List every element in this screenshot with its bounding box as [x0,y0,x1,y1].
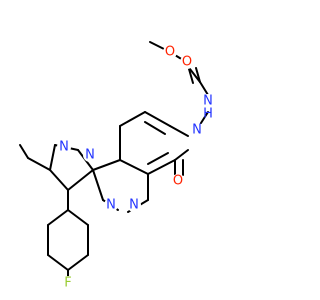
atom-n-triazine-1: N [106,198,116,213]
bond-ph-a [67,209,89,226]
bond-pyr-c [49,144,56,171]
bond-ring-b2 [144,121,166,135]
molecule-structure: N N N N N N H O O O F [19,41,215,291]
bond-pyr-d [49,169,69,191]
atom-o-amide: O [182,55,192,70]
bond-carbonyl-o-b [188,68,194,84]
atom-n-amide: N [203,94,213,109]
bond-ring-f2 [147,152,169,165]
bond-ring-g [174,149,189,161]
atom-o-ether: O [165,45,175,60]
bond-nh-n [200,111,209,124]
bond-ph-d [47,254,69,271]
bond-ring-a [169,125,189,137]
bond-ring-c [119,111,146,127]
bond-tri-e [92,159,121,171]
bond-ring-e [119,159,149,175]
bond-ethyl-a [27,157,51,171]
bond-ph-c [67,254,89,271]
bond-tri-d [92,169,104,201]
bond-ring-b [144,111,171,127]
bonds [19,41,214,283]
atom-f-substituent: F [64,276,71,291]
atom-o-ketone: O [173,174,183,189]
bond-ring-f [147,159,176,175]
atom-labels: N N N N N N H O O O F [57,45,215,291]
bond-pyr-e [67,169,94,191]
bond-carbonyl-o-a [195,67,201,83]
atom-n-triazine-2: N [129,198,139,213]
molecule-canvas: N N N N N N H O O O F [19,41,215,291]
atom-n-pyridone: N [192,123,202,138]
bond-ethyl-b [19,144,29,159]
atom-n-pyrazole-2: N [85,148,95,163]
atom-h-amide: H [203,107,213,122]
bond-ph-f [47,209,69,226]
atom-n-pyrazole-1: N [59,140,69,155]
